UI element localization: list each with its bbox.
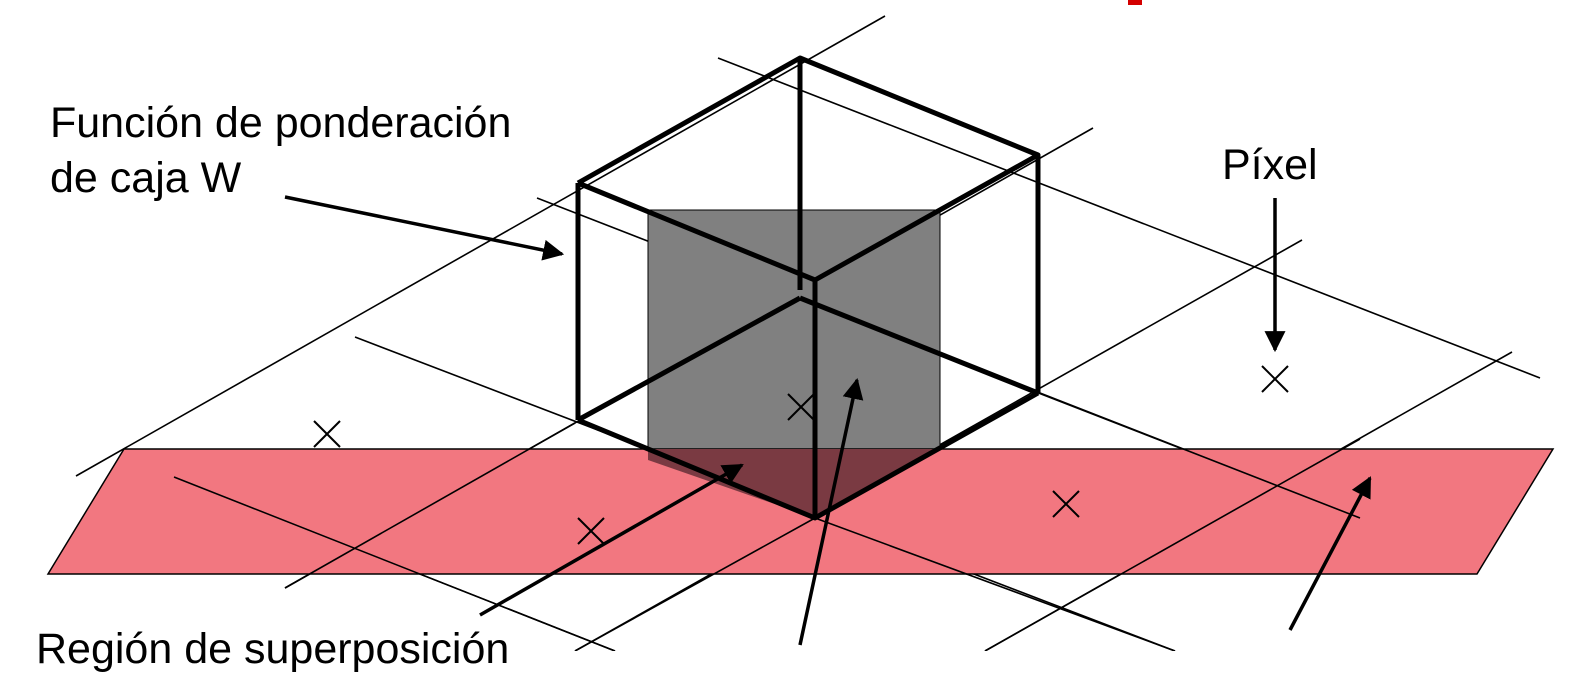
pixel-center-cross-icon	[787, 393, 815, 421]
pixel-center-cross-icon	[577, 517, 605, 545]
title-accent-fragment	[1128, 0, 1142, 5]
weighting-box	[575, 55, 1041, 521]
arrow-icon	[1288, 476, 1372, 631]
pixel-grid-over-plane	[173, 392, 1361, 651]
weighting-function-label-line1: Función de ponderación	[50, 99, 512, 147]
weighting-function-label-line2: de caja W	[50, 154, 242, 202]
pixel-center-cross-icon	[313, 420, 341, 448]
arrow-icon	[798, 377, 864, 646]
overlap-region-label: Región de superposición	[36, 625, 510, 673]
pixel-center-cross-icon	[1261, 365, 1289, 393]
pixel-label: Píxel	[1222, 141, 1318, 189]
arrow-icon	[284, 195, 565, 261]
pixel-center-markers	[313, 365, 1289, 545]
annotation-arrows	[284, 195, 1372, 646]
box-weighting-diagram	[46, 0, 1555, 651]
pixel-center-cross-icon	[1052, 490, 1080, 518]
arrow-icon	[479, 463, 744, 617]
